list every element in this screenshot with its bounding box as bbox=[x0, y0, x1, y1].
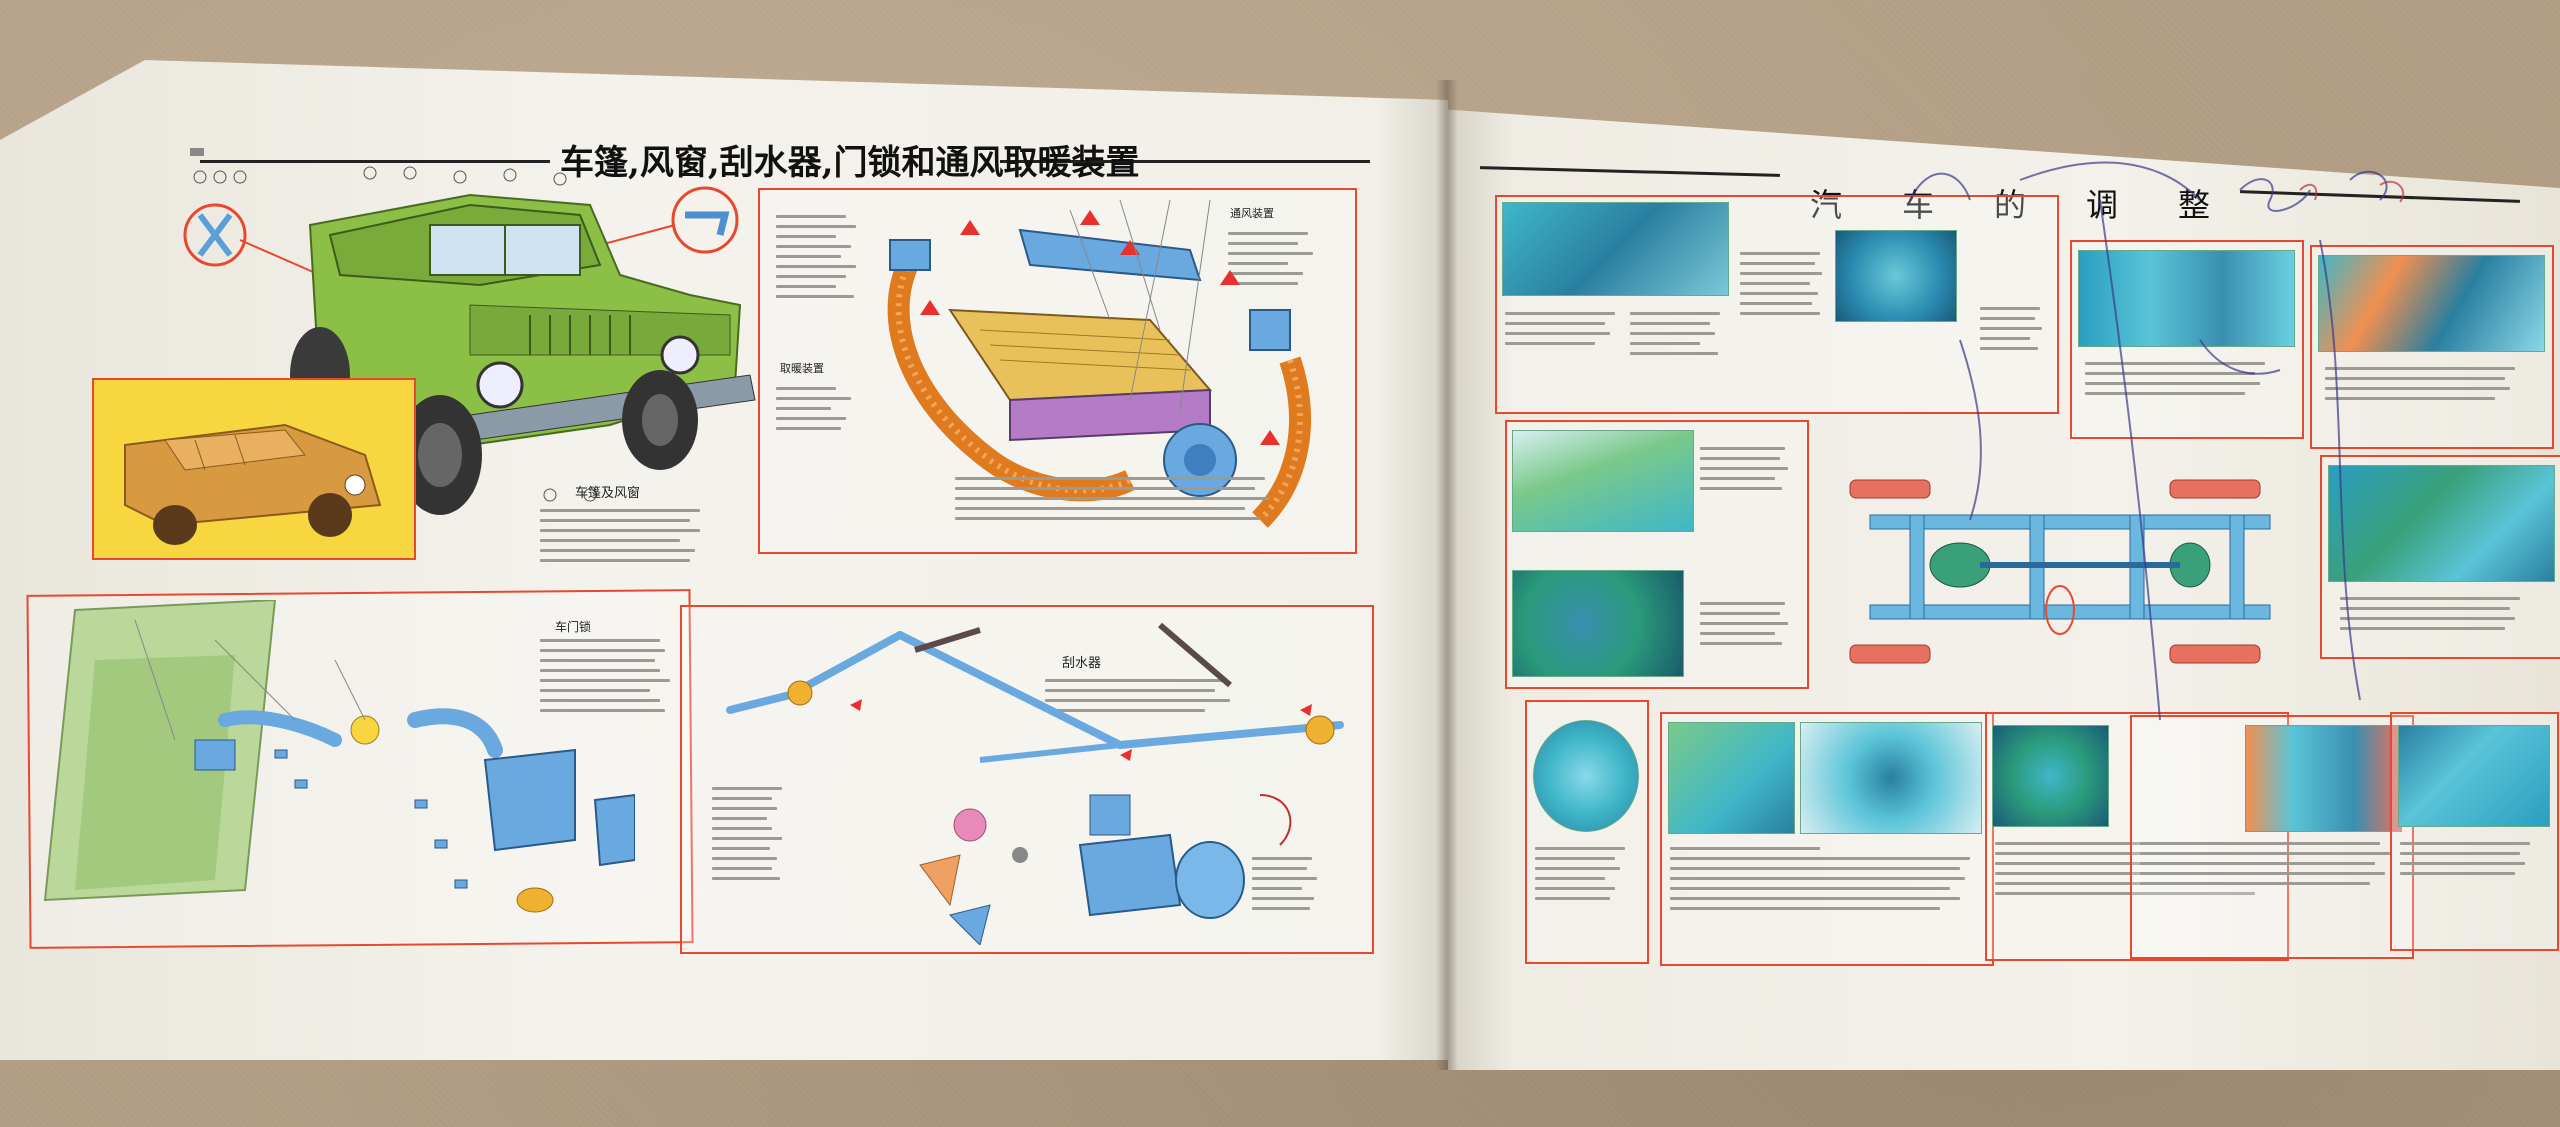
ventilation-system-diagram bbox=[887, 200, 1311, 528]
adjust-photo-9 bbox=[1668, 722, 1795, 834]
left-page-number bbox=[190, 148, 204, 156]
adjust-text-10 bbox=[1535, 840, 1635, 907]
adjust-text-9 bbox=[2340, 590, 2540, 637]
car-top-label: 车篷及风窗 bbox=[575, 486, 641, 501]
adjust-photo-6 bbox=[1512, 570, 1684, 677]
adjust-photo-5 bbox=[1512, 430, 1694, 532]
adjust-text-14 bbox=[2400, 835, 2545, 882]
adjust-text-1 bbox=[1505, 305, 1625, 352]
orange-jeep-illustration bbox=[124, 423, 382, 545]
adjust-text-5 bbox=[2085, 355, 2285, 402]
car-top-legend bbox=[540, 502, 710, 569]
adjust-text-3 bbox=[1740, 245, 1830, 322]
adjust-text-11 bbox=[1670, 840, 1980, 917]
wiper-legend bbox=[1045, 672, 1245, 719]
wiper-label: 刮水器 bbox=[1062, 656, 1102, 671]
door-lock-legend bbox=[540, 632, 680, 719]
wiper-diagram bbox=[726, 622, 1344, 945]
adjust-text-2 bbox=[1630, 305, 1730, 362]
adjust-photo-7 bbox=[2328, 465, 2555, 582]
right-page-title: 汽车的调整 bbox=[1810, 186, 2271, 224]
adjust-photo-12 bbox=[2245, 725, 2402, 832]
ventilation-label: 通风装置 bbox=[1230, 207, 1274, 220]
left-title-rule-left bbox=[200, 160, 550, 163]
pen-scribbles bbox=[1909, 161, 2405, 721]
adjust-photo-11 bbox=[1992, 725, 2109, 827]
ventilation-right-legend bbox=[1228, 225, 1328, 292]
ventilation-description bbox=[955, 470, 1275, 527]
adjust-photo-8 bbox=[1533, 720, 1639, 832]
wiper-legend-bottom bbox=[712, 780, 802, 887]
heating-legend bbox=[776, 380, 866, 437]
adjust-text-6 bbox=[2325, 360, 2535, 407]
jeep-illustration bbox=[183, 166, 756, 515]
wiper-legend-right bbox=[1252, 850, 1332, 917]
adjust-text-13 bbox=[2140, 835, 2400, 892]
door-lock-diagram bbox=[43, 600, 635, 913]
door-lock-label: 车门锁 bbox=[555, 620, 592, 634]
heating-label: 取暖装置 bbox=[780, 362, 824, 375]
left-page-title: 车篷,风窗,刮水器,门锁和通风取暖装置 bbox=[560, 143, 1140, 183]
adjust-photo-2 bbox=[1835, 230, 1957, 322]
adjust-photo-1 bbox=[1502, 202, 1729, 296]
adjust-text-7 bbox=[1700, 440, 1795, 497]
adjust-photo-13 bbox=[2398, 725, 2550, 827]
adjust-text-8 bbox=[1700, 595, 1795, 652]
book-spine bbox=[1436, 80, 1458, 1070]
adjust-photo-4 bbox=[2318, 255, 2545, 352]
ventilation-legend bbox=[776, 208, 866, 305]
left-title-rule-right bbox=[1000, 160, 1370, 163]
adjust-photo-10 bbox=[1800, 722, 1982, 834]
adjust-text-4 bbox=[1980, 300, 2050, 357]
wiper-frame bbox=[680, 605, 1374, 954]
